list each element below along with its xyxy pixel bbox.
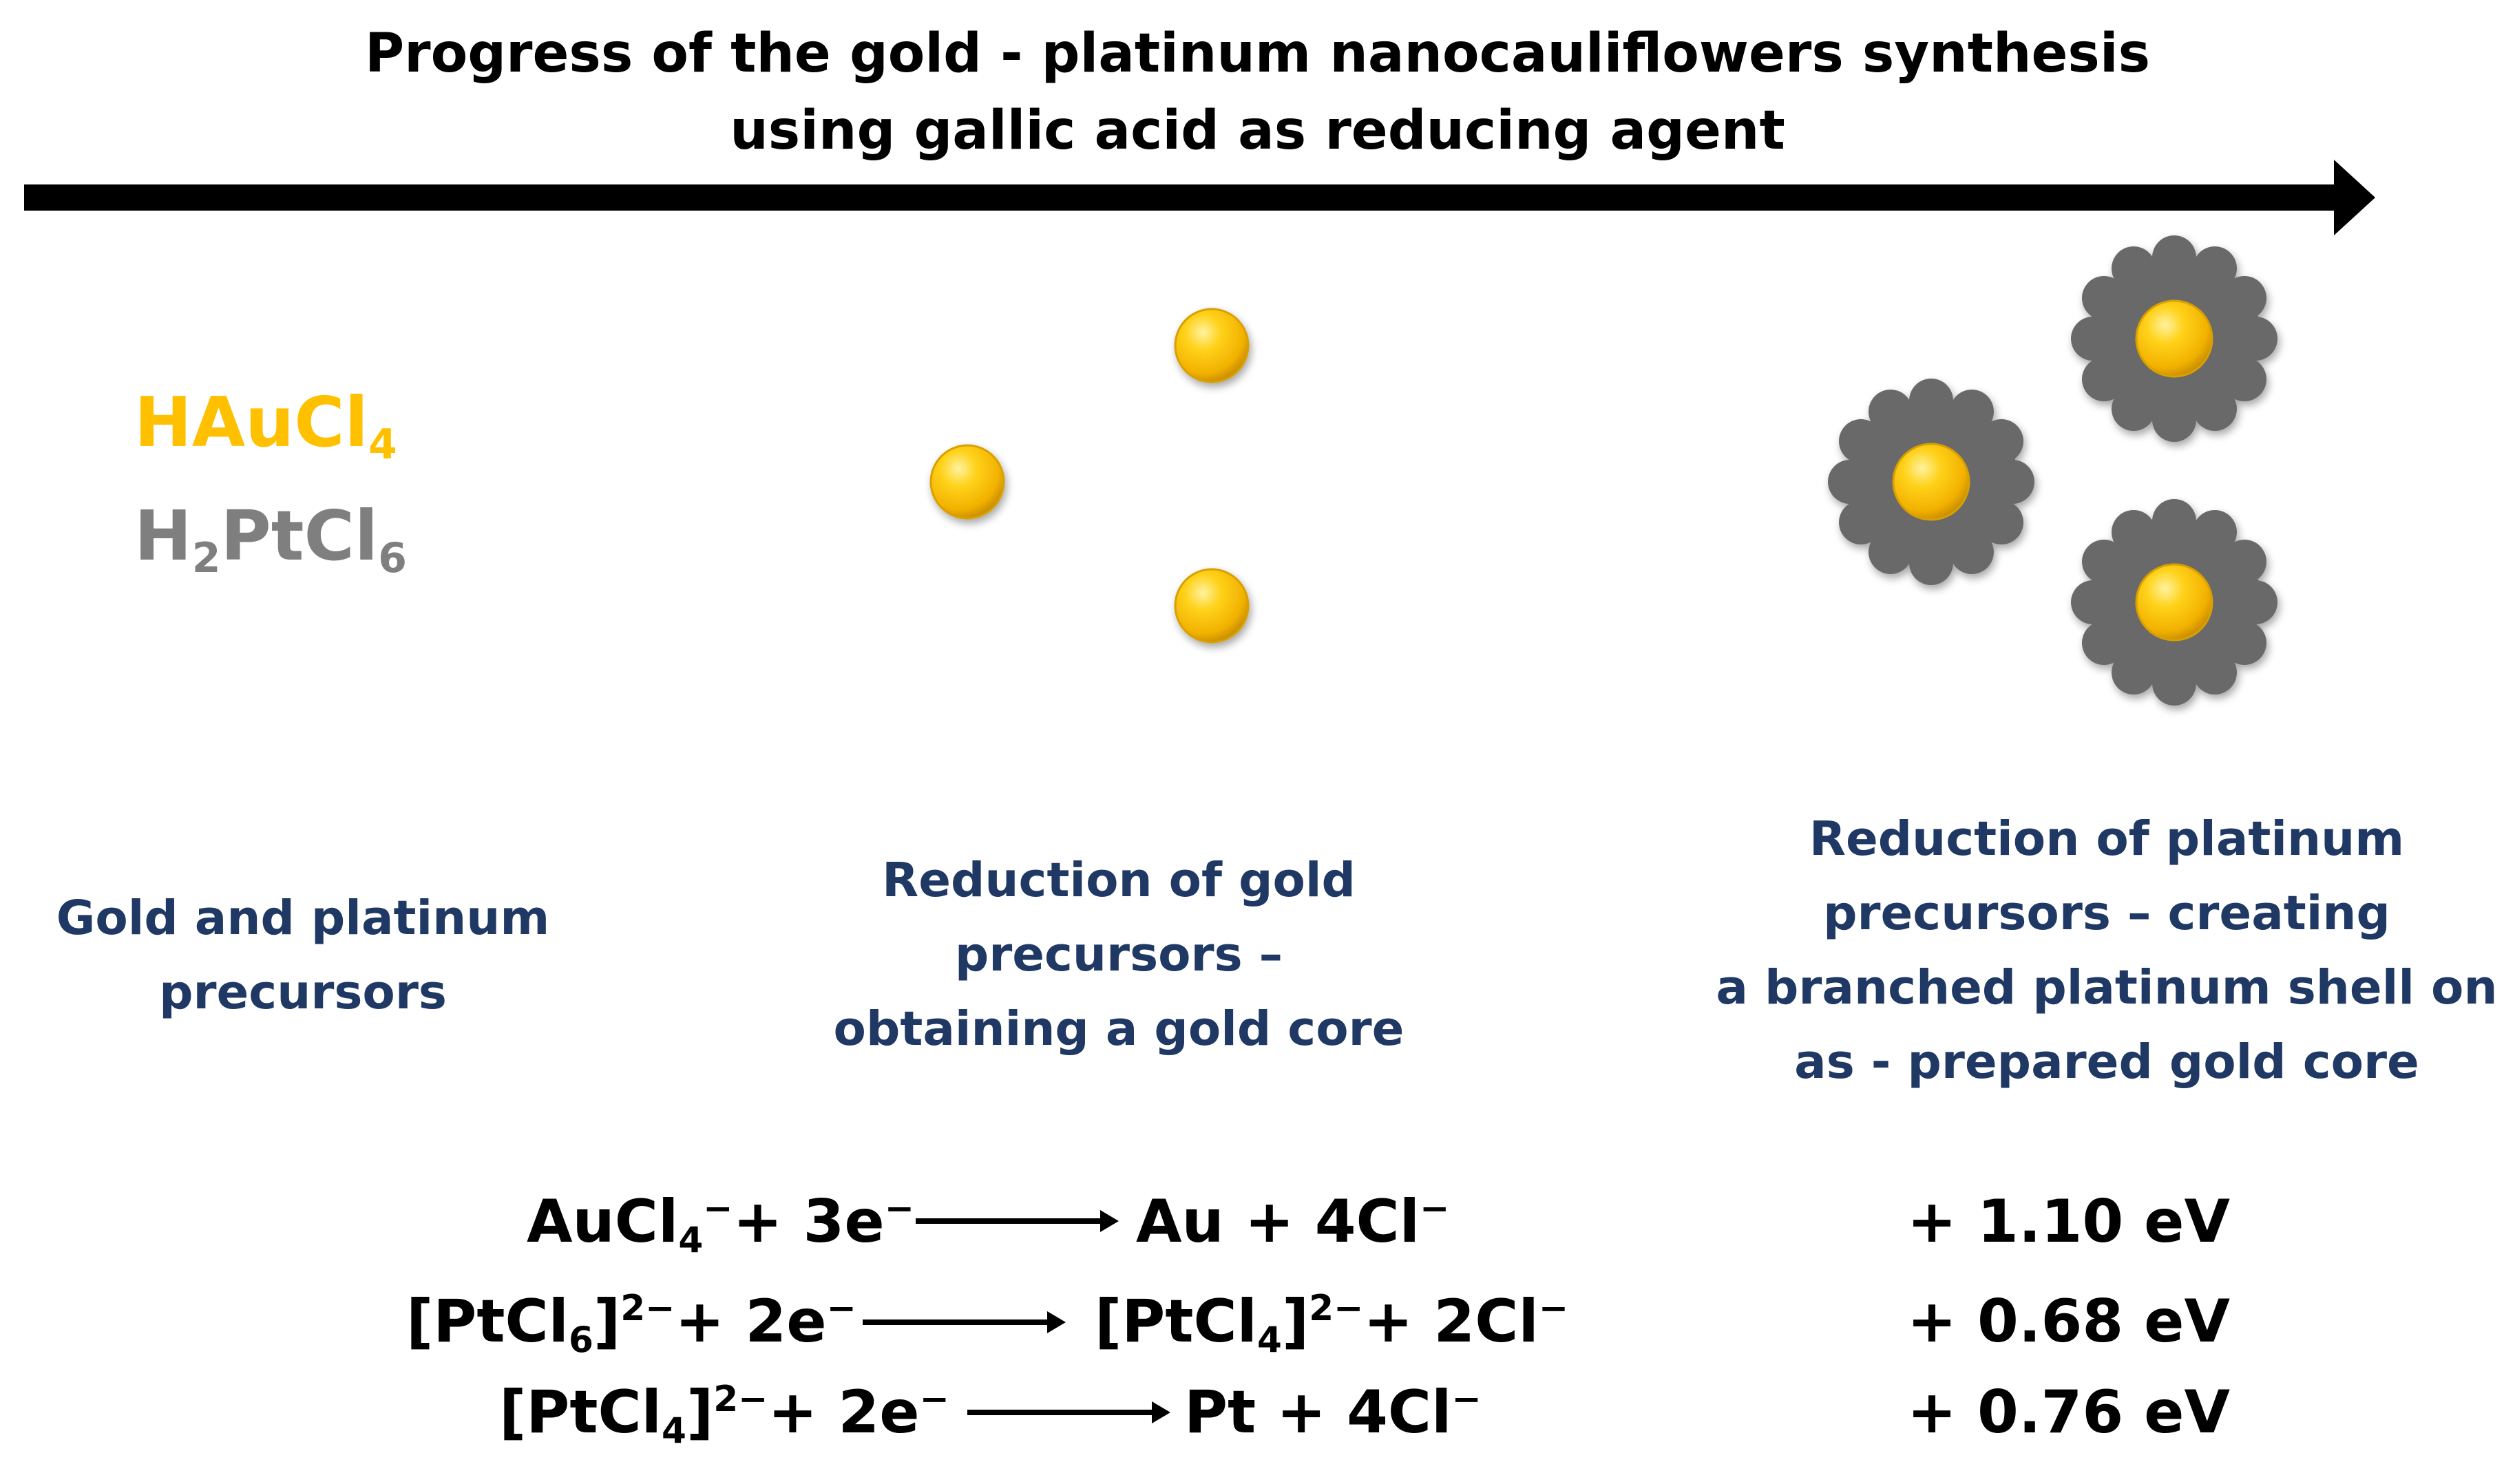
reaction-arrow (863, 1311, 1066, 1333)
reaction-1-products: Au + 4Cl− (1136, 1187, 1450, 1256)
reaction-arrows (863, 1210, 1170, 1423)
gold-precursor-formula: HAuCl4 (134, 382, 397, 469)
gold-core-particle (1174, 308, 1250, 383)
reaction-2-potential: + 0.68 eV (1907, 1287, 2231, 1356)
platinum-precursor-formula: H2PtCl6 (134, 496, 407, 582)
nanocauliflower-particles (1828, 235, 2277, 706)
reaction-3-reactants: [PtCl4]2−+ 2e− (499, 1378, 949, 1452)
nanocauliflower (1828, 379, 2034, 585)
reaction-2-reactants: [PtCl6]2−+ 2e− (406, 1287, 856, 1361)
reaction-1-potential: + 1.10 eV (1907, 1187, 2231, 1256)
reaction-3-potential: + 0.76 eV (1907, 1378, 2231, 1447)
nanocauliflower (2071, 235, 2277, 442)
gold-core-particles (929, 308, 1250, 644)
nanocauliflower (2071, 499, 2277, 706)
stage-caption-platinum-shell: Reduction of platinum precursors – creat… (1716, 812, 2498, 1090)
reaction-arrow (916, 1210, 1119, 1232)
title-line-1: Progress of the gold - platinum nanocaul… (364, 23, 2151, 85)
gold-core-particle (929, 444, 1005, 520)
stage-caption-gold-core: Reduction of gold precursors – obtaining… (833, 853, 1404, 1057)
reaction-1-reactants: AuCl4−+ 3e− (527, 1187, 914, 1262)
reaction-2-products: [PtCl4]2−+ 2Cl− (1095, 1287, 1569, 1361)
gold-core-particle (1174, 568, 1250, 644)
reaction-3-products: Pt + 4Cl− (1184, 1378, 1482, 1447)
reaction-arrow (967, 1401, 1170, 1423)
stage-caption-precursors: Gold and platinum precursors (56, 891, 550, 1020)
title-line-2: using gallic acid as reducing agent (730, 100, 1785, 162)
progress-arrow (24, 160, 2375, 235)
